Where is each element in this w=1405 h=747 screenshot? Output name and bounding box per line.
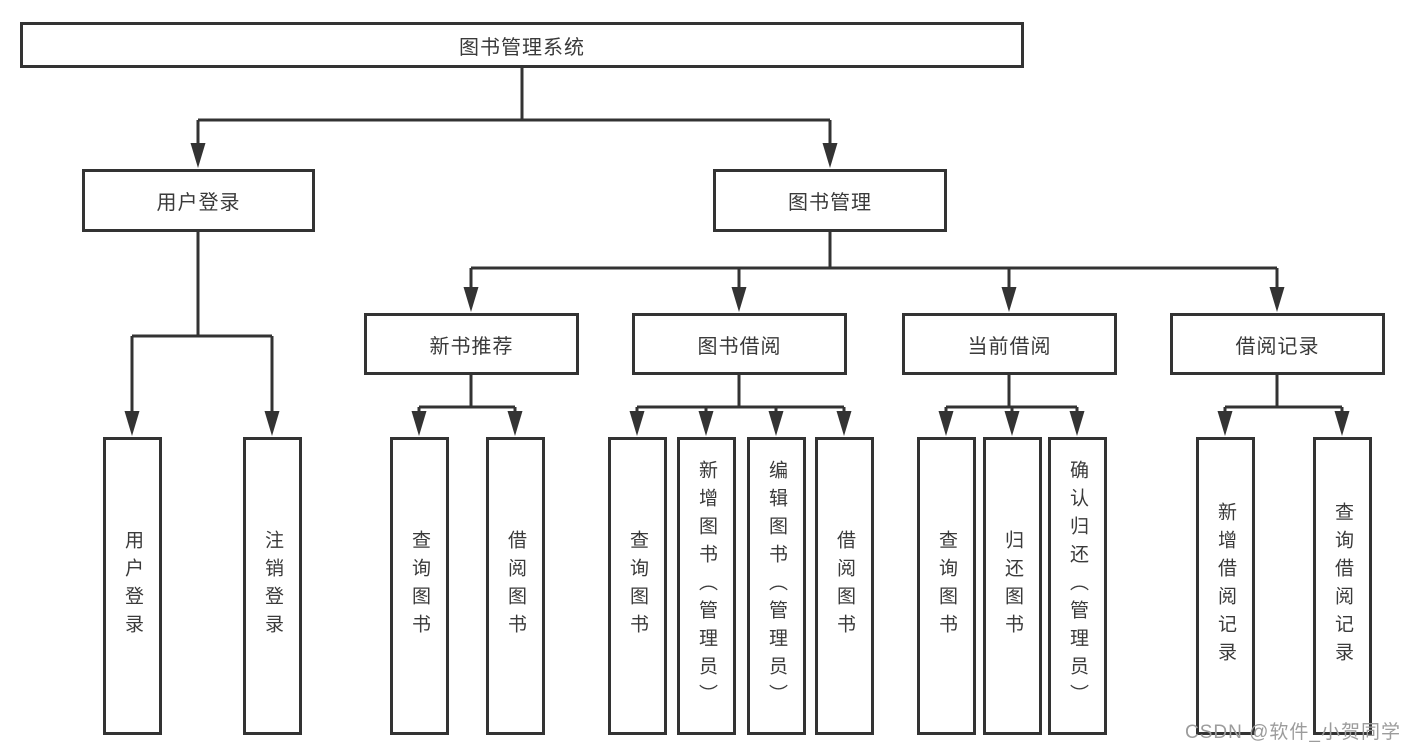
leaf-newbook-query-label: 查询图书 [409,530,430,642]
csdn-watermark: CSDN @软件_小贺同学 [1185,722,1401,743]
node-book-mgmt: 图书管理 [713,169,947,232]
connector-paths [130,68,1344,412]
node-current-borrow: 当前借阅 [902,313,1117,375]
node-book-borrow-label: 图书借阅 [697,335,782,358]
leaf-return-book: 归还图书 [983,437,1042,735]
node-root-label: 图书管理系统 [459,36,585,59]
leaf-current-query-label: 查询图书 [936,530,957,642]
leaf-borrow-add-book-label: 新增图书（管理员） [696,460,717,712]
leaf-current-query: 查询图书 [917,437,976,735]
leaf-newbook-query: 查询图书 [390,437,449,735]
leaf-return-book-label: 归还图书 [1002,530,1023,642]
leaf-query-record-label: 查询借阅记录 [1332,502,1353,670]
leaf-borrow-query-label: 查询图书 [627,530,648,642]
node-new-book-recommend-label: 新书推荐 [429,335,514,358]
leaf-add-record: 新增借阅记录 [1196,437,1255,735]
leaf-newbook-borrow-label: 借阅图书 [505,530,526,642]
leaf-borrow-edit-book: 编辑图书（管理员） [747,437,806,735]
leaf-confirm-return-label: 确认归还（管理员） [1067,460,1088,712]
leaf-confirm-return: 确认归还（管理员） [1048,437,1107,735]
node-borrow-records-label: 借阅记录 [1235,335,1320,358]
leaf-user-login-label: 用户登录 [122,530,143,642]
leaf-newbook-borrow: 借阅图书 [486,437,545,735]
leaf-borrow-edit-book-label: 编辑图书（管理员） [766,460,787,712]
arrowheads [124,143,1350,436]
leaf-query-record: 查询借阅记录 [1313,437,1372,735]
node-borrow-records: 借阅记录 [1170,313,1385,375]
leaf-user-login: 用户登录 [103,437,162,735]
leaf-borrow-add-book: 新增图书（管理员） [677,437,736,735]
node-new-book-recommend: 新书推荐 [364,313,579,375]
leaf-borrow-book-label: 借阅图书 [834,530,855,642]
leaf-logout: 注销登录 [243,437,302,735]
node-current-borrow-label: 当前借阅 [967,335,1052,358]
leaf-logout-label: 注销登录 [262,530,283,642]
node-root: 图书管理系统 [20,22,1024,68]
leaf-add-record-label: 新增借阅记录 [1215,502,1236,670]
leaf-borrow-book: 借阅图书 [815,437,874,735]
node-user-login: 用户登录 [82,169,315,232]
node-user-login-label: 用户登录 [156,192,241,214]
node-book-borrow: 图书借阅 [632,313,847,375]
node-book-mgmt-label: 图书管理 [788,192,872,214]
leaf-borrow-query: 查询图书 [608,437,667,735]
